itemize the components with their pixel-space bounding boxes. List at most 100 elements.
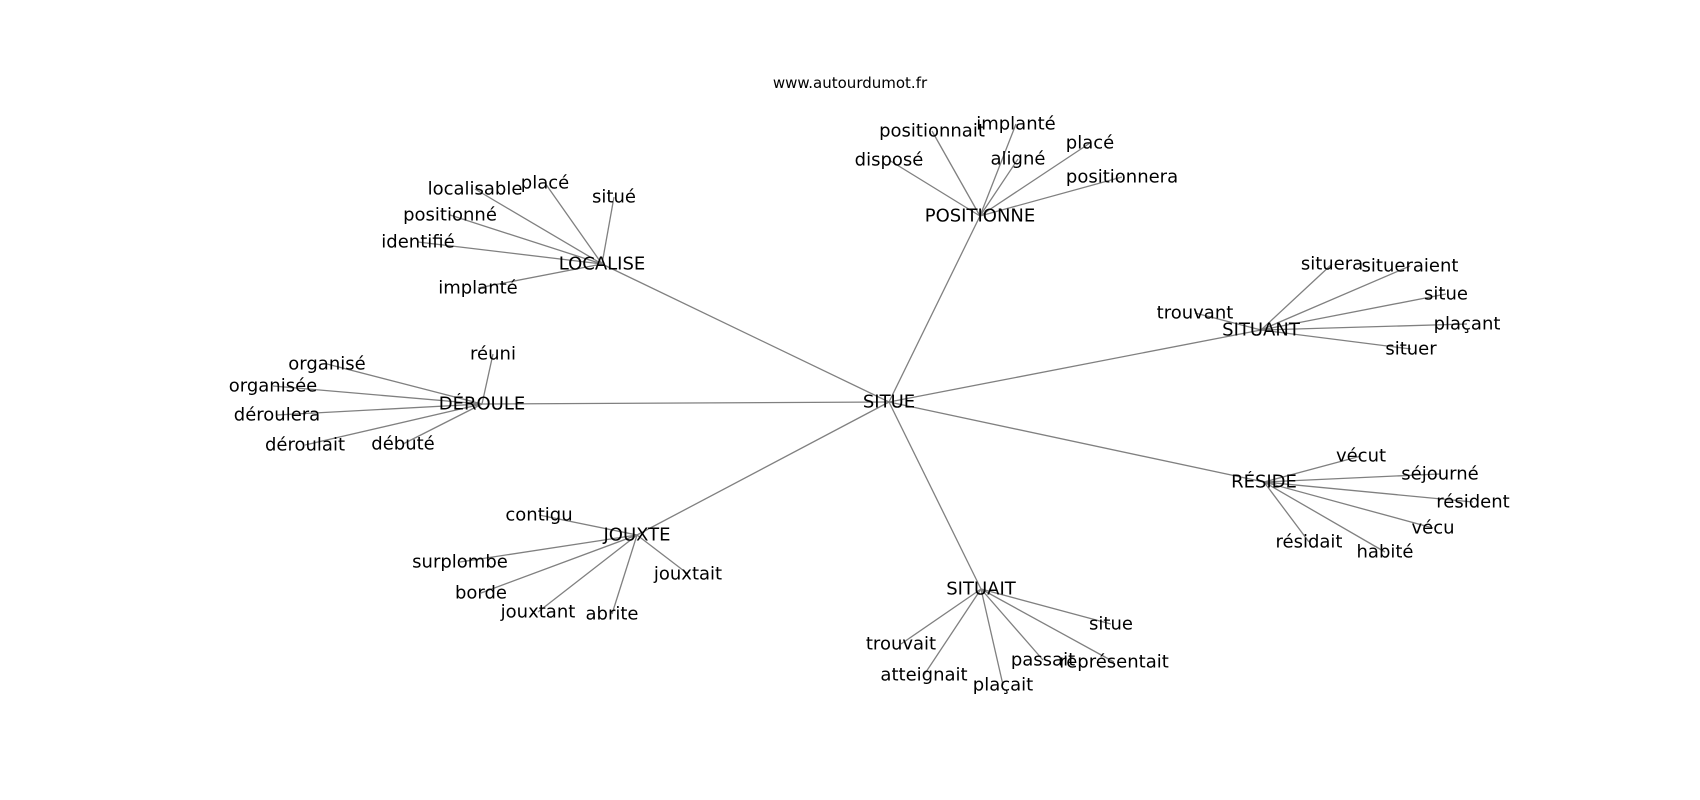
leaf-node-deroule-4: déroulait <box>265 435 345 456</box>
edge-situant-leaf-2 <box>1260 293 1447 331</box>
edge-situant-leaf-0 <box>1260 263 1333 331</box>
center-node-label: SITUE <box>863 392 915 413</box>
leaf-node-situait-5: plaçait <box>973 675 1033 696</box>
edge-situait-leaf-5 <box>980 588 1004 686</box>
edge-situant-leaf-5 <box>1260 329 1412 350</box>
labels-layer: SITUELOCALISElocalisableplacésituépositi… <box>229 114 1510 696</box>
edge-situait-leaf-4 <box>923 588 982 676</box>
leaf-node-situait-2: passait <box>1011 650 1075 671</box>
leaf-node-localise-4: identifié <box>381 232 454 253</box>
edge-deroule-leaf-5 <box>402 403 483 445</box>
leaf-node-positionne-3: disposé <box>855 150 924 171</box>
edge-positionne-leaf-4 <box>979 158 1019 217</box>
edge-localise-leaf-2 <box>601 196 615 265</box>
leaf-node-localise-3: positionné <box>403 205 497 226</box>
edge-jouxte-leaf-2 <box>480 534 638 594</box>
leaf-node-deroule-2: organisée <box>229 376 318 397</box>
edge-center-deroule <box>481 401 890 405</box>
edge-reside-leaf-5 <box>1263 481 1386 553</box>
leaf-node-reside-4: résidait <box>1276 532 1343 553</box>
edge-reside-leaf-1 <box>1263 473 1441 483</box>
edge-localise-leaf-1 <box>544 182 603 265</box>
edge-jouxte-leaf-5 <box>611 534 638 615</box>
edges-layer <box>272 123 1474 686</box>
edge-center-jouxte <box>636 401 890 536</box>
edge-center-localise <box>601 263 890 403</box>
leaf-node-situait-3: représentait <box>1059 652 1169 673</box>
leaf-node-situait-0: situe <box>1089 614 1133 635</box>
leaf-node-reside-2: résident <box>1436 492 1509 513</box>
leaf-node-jouxte-2: borde <box>455 583 507 604</box>
hub-node-localise: LOCALISE <box>559 254 646 275</box>
hub-node-situait: SITUAIT <box>946 579 1017 600</box>
edge-jouxte-leaf-1 <box>459 534 638 563</box>
leaf-node-jouxte-3: jouxtait <box>653 564 722 585</box>
edge-localise-leaf-4 <box>417 241 603 265</box>
leaf-node-situant-3: trouvant <box>1157 303 1234 324</box>
source-watermark: www.autourdumot.fr <box>772 74 928 92</box>
leaf-node-localise-1: placé <box>521 173 569 194</box>
hub-node-deroule: DÉROULE <box>439 393 525 415</box>
edge-localise-leaf-3 <box>449 214 603 265</box>
edge-positionne-leaf-0 <box>931 130 981 217</box>
edge-center-situant <box>888 329 1262 403</box>
edge-positionne-leaf-2 <box>979 142 1091 217</box>
edge-situait-leaf-2 <box>980 588 1044 661</box>
leaf-node-jouxte-1: surplombe <box>412 552 508 573</box>
edge-localise-leaf-5 <box>477 263 603 289</box>
edge-localise-leaf-0 <box>474 188 603 265</box>
edge-reside-leaf-3 <box>1263 481 1434 529</box>
leaf-node-reside-1: séjourné <box>1401 464 1478 485</box>
leaf-node-deroule-1: organisé <box>288 354 365 375</box>
leaf-node-deroule-0: réuni <box>470 344 516 365</box>
leaf-node-deroule-3: déroulera <box>234 405 320 426</box>
leaf-node-positionne-0: positionnait <box>879 121 985 142</box>
edge-jouxte-leaf-4 <box>537 534 638 613</box>
hub-node-reside: RÉSIDE <box>1231 471 1297 493</box>
edge-deroule-leaf-1 <box>326 363 483 405</box>
edge-positionne-leaf-3 <box>888 159 981 217</box>
edge-reside-leaf-0 <box>1263 455 1362 483</box>
leaf-node-positionne-2: placé <box>1066 133 1114 154</box>
edge-situant-leaf-1 <box>1260 265 1411 331</box>
leaf-node-situant-1: situeraient <box>1362 256 1459 277</box>
leaf-node-reside-0: vécut <box>1336 446 1386 467</box>
leaf-node-situant-4: plaçant <box>1434 314 1501 335</box>
edge-positionne-leaf-1 <box>979 123 1017 217</box>
leaf-node-reside-5: habité <box>1357 542 1414 563</box>
leaf-node-situait-1: trouvait <box>866 634 936 655</box>
edge-situait-leaf-0 <box>980 588 1112 625</box>
edge-situait-leaf-3 <box>980 588 1115 663</box>
hub-node-jouxte: JOUXTE <box>602 525 670 546</box>
edge-deroule-leaf-2 <box>272 385 483 405</box>
edge-deroule-leaf-4 <box>304 403 483 446</box>
edge-reside-leaf-4 <box>1263 481 1310 543</box>
edge-deroule-leaf-3 <box>276 403 483 416</box>
edge-center-positionne <box>888 215 981 403</box>
hub-node-positionne: POSITIONNE <box>925 206 1036 227</box>
leaf-node-situant-0: situera <box>1301 254 1363 275</box>
edge-deroule-leaf-0 <box>481 353 494 405</box>
leaf-node-jouxte-5: abrite <box>586 604 639 625</box>
leaf-node-situant-2: situe <box>1424 284 1468 305</box>
leaf-node-positionne-1: implanté <box>976 114 1056 135</box>
edge-situant-leaf-3 <box>1194 312 1262 331</box>
edge-reside-leaf-2 <box>1263 481 1474 503</box>
leaf-node-localise-0: localisable <box>428 179 523 200</box>
leaf-node-localise-2: situé <box>592 187 636 208</box>
edge-situant-leaf-4 <box>1260 323 1468 331</box>
leaf-node-positionne-4: aligné <box>991 149 1046 170</box>
hub-node-situant: SITUANT <box>1222 320 1301 341</box>
leaf-node-situait-4: atteignait <box>880 665 967 686</box>
leaf-node-jouxte-0: contigu <box>505 505 572 526</box>
leaf-node-deroule-5: débuté <box>371 434 434 455</box>
edge-situait-leaf-1 <box>900 588 982 645</box>
leaf-node-situant-5: situer <box>1385 339 1437 360</box>
leaf-node-reside-3: vécu <box>1411 518 1454 539</box>
leaf-node-localise-5: implanté <box>438 278 518 299</box>
edge-center-situait <box>888 401 982 590</box>
edge-jouxte-leaf-3 <box>636 534 689 575</box>
leaf-node-jouxte-4: jouxtant <box>500 602 576 623</box>
edge-positionne-leaf-5 <box>979 176 1123 217</box>
